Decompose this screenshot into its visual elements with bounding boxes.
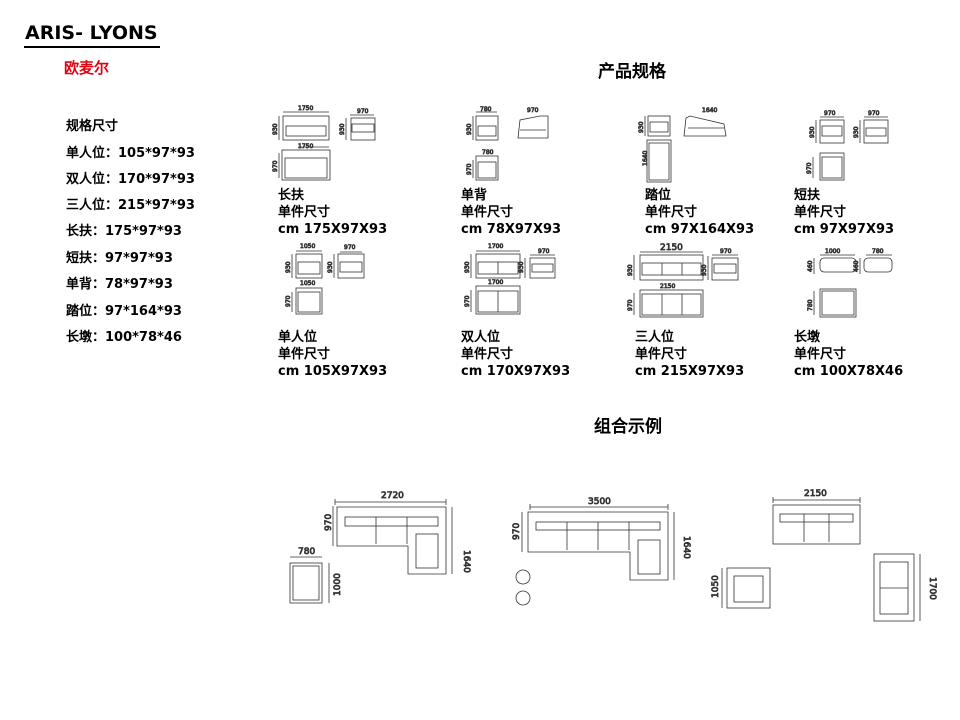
dim-label: 930 bbox=[466, 123, 473, 135]
spec-item: 长墩：100*78*46 bbox=[66, 330, 182, 345]
dim-label: 1000 bbox=[333, 573, 343, 596]
dim-label: 1640 bbox=[642, 151, 649, 166]
brand-subtitle: 欧麦尔 bbox=[64, 59, 110, 77]
dim-label: 970 bbox=[324, 514, 334, 531]
dim-label: 930 bbox=[809, 126, 816, 138]
dim-label: 970 bbox=[357, 108, 369, 115]
dim-label: 930 bbox=[701, 264, 708, 276]
drawing-single-back: 780 930 970 780 970 bbox=[466, 106, 549, 181]
dim-label: 930 bbox=[327, 261, 334, 273]
dim-label: 1700 bbox=[488, 279, 503, 286]
section-title-product-specs: 产品规格 bbox=[598, 62, 666, 82]
dim-label: 970 bbox=[466, 163, 473, 175]
spec-item: 踏位：97*164*93 bbox=[66, 304, 182, 319]
drawing-chaise: 1640 930 1640 bbox=[638, 107, 727, 183]
spec-item: 双人位：170*97*93 bbox=[66, 172, 195, 187]
dim-label: 1640 bbox=[702, 107, 717, 114]
dim-label: 780 bbox=[872, 248, 884, 255]
dim-label: 780 bbox=[482, 149, 494, 156]
brand-underline bbox=[24, 46, 160, 48]
dim-label: 930 bbox=[518, 261, 525, 273]
dim-label: 970 bbox=[538, 248, 550, 255]
drawing-long-arm: 1750 930 970 930 1750 970 bbox=[272, 105, 376, 181]
drawing-ottoman: 1000 780 460 460 780 bbox=[807, 248, 893, 318]
spec-item: 短扶：97*97*93 bbox=[66, 251, 173, 266]
spec-item: 长扶：175*97*93 bbox=[66, 224, 182, 239]
dim-label: 970 bbox=[344, 244, 356, 251]
dim-label: 970 bbox=[720, 248, 732, 255]
spec-list-title: 规格尺寸 bbox=[66, 119, 119, 134]
dim-label: 460 bbox=[853, 260, 860, 272]
dim-label: 1640 bbox=[681, 536, 691, 559]
dim-label: 930 bbox=[853, 126, 860, 138]
dim-label: 970 bbox=[285, 295, 292, 307]
dim-label: 2150 bbox=[660, 243, 683, 253]
dim-label: 1700 bbox=[488, 243, 503, 250]
dim-label: 930 bbox=[272, 123, 279, 135]
dim-label: 1000 bbox=[825, 248, 840, 255]
dim-label: 970 bbox=[527, 107, 539, 114]
dim-label: 930 bbox=[464, 261, 471, 273]
dim-label: 930 bbox=[339, 123, 346, 135]
dim-label: 2720 bbox=[381, 491, 404, 501]
dim-label: 2150 bbox=[660, 283, 675, 290]
section-title-combo-examples: 组合示例 bbox=[594, 417, 662, 437]
dim-label: 930 bbox=[638, 121, 645, 133]
drawing-single-seat: 1050 970 930 930 1050 970 bbox=[285, 243, 365, 315]
dim-label: 1640 bbox=[461, 550, 471, 573]
dim-label: 780 bbox=[298, 547, 315, 557]
dim-label: 970 bbox=[464, 295, 471, 307]
combo-layout-3: 2150 1050 1700 bbox=[711, 489, 937, 622]
dim-label: 1750 bbox=[298, 105, 313, 112]
dim-label: 780 bbox=[480, 106, 492, 113]
drawing-two-seat: 1700 970 930 930 1700 970 bbox=[464, 243, 556, 315]
drawing-three-seat: 2150 970 930 930 2150 970 bbox=[627, 243, 739, 318]
dim-label: 930 bbox=[627, 264, 634, 276]
dim-label: 1700 bbox=[927, 577, 937, 600]
dim-label: 970 bbox=[824, 110, 836, 117]
dim-label: 3500 bbox=[588, 497, 611, 507]
dim-label: 780 bbox=[807, 299, 814, 311]
dim-label: 970 bbox=[868, 110, 880, 117]
combo-layout-2: 3500 970 1640 bbox=[512, 497, 691, 606]
dim-label: 970 bbox=[272, 160, 279, 172]
dim-label: 1050 bbox=[711, 575, 721, 598]
dim-label: 2150 bbox=[804, 489, 827, 499]
dim-label: 970 bbox=[512, 523, 522, 540]
dim-label: 970 bbox=[806, 162, 813, 174]
drawing-short-arm: 970 970 930 930 970 bbox=[806, 110, 889, 181]
dim-label: 930 bbox=[285, 261, 292, 273]
brand-title: ARIS- LYONS bbox=[25, 22, 158, 44]
dim-label: 1750 bbox=[298, 143, 313, 150]
dim-label: 1050 bbox=[300, 243, 315, 250]
spec-item: 三人位：215*97*93 bbox=[66, 198, 195, 213]
combo-layout-1: 2720 970 1640 780 1000 bbox=[289, 491, 471, 604]
spec-item: 单背：78*97*93 bbox=[66, 277, 173, 292]
dim-label: 1050 bbox=[300, 280, 315, 287]
spec-item: 单人位：105*97*93 bbox=[66, 146, 195, 161]
dim-label: 970 bbox=[627, 299, 634, 311]
dim-label: 460 bbox=[807, 260, 814, 272]
